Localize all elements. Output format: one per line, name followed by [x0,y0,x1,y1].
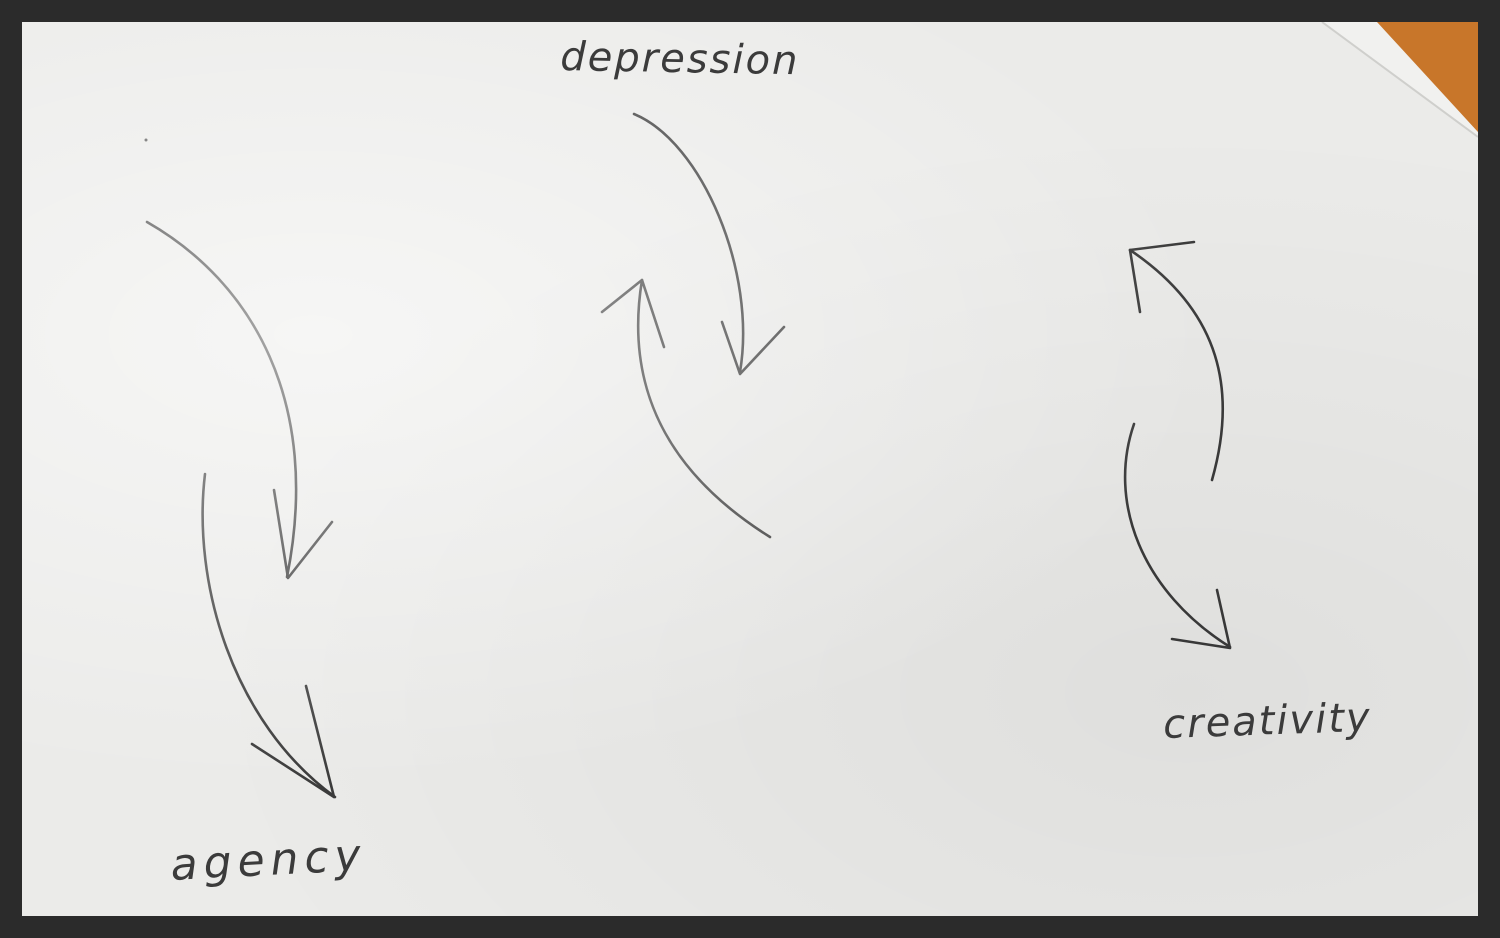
depression-label: depression [560,34,800,85]
paper [22,22,1478,916]
agency-label: agency [169,829,368,891]
sketch-canvas [22,22,1478,916]
creativity-label: creativity [1162,694,1373,748]
pencil-speck [144,138,148,142]
paper-sketch-photo: depression agency creativity [22,22,1478,916]
